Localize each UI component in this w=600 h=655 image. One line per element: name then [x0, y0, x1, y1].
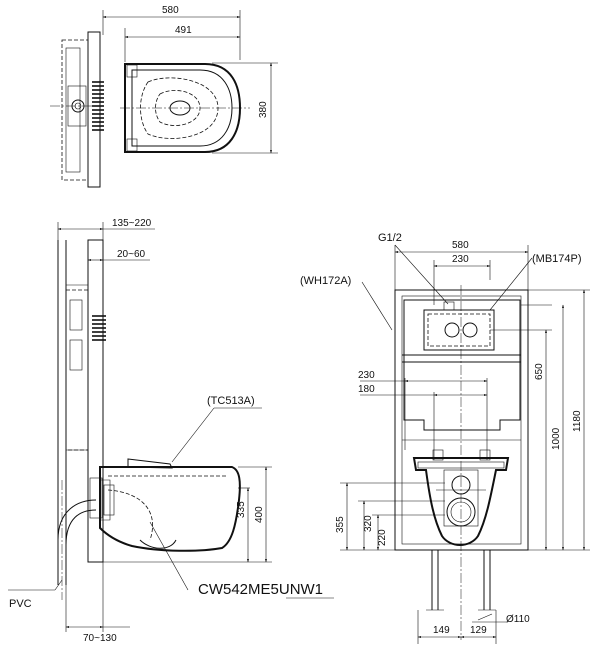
- flush-plate-label: (MB174P): [532, 253, 582, 265]
- dim-front-355: 355: [335, 516, 346, 533]
- side-view: 135~220 20~60: [8, 218, 334, 644]
- dim-side-rim-height: 400: [254, 506, 265, 523]
- dim-side-outlet-height: 335: [236, 501, 247, 518]
- frame-label: (WH172A): [300, 275, 351, 287]
- dim-side-frame-depth: 135~220: [112, 218, 152, 229]
- top-view: 580 491 380: [50, 5, 278, 188]
- dim-front-frame-width: 580: [452, 240, 469, 251]
- dim-front-outlet-right: 129: [470, 625, 487, 636]
- front-view: G1/2 (MB174P) (WH172A) 580 230: [300, 232, 590, 644]
- model-label: CW542ME5UNW1: [198, 581, 323, 598]
- pipe-label: PVC: [9, 598, 32, 610]
- dim-front-outlet-diameter: Ø110: [506, 614, 530, 625]
- inlet-label: G1/2: [378, 232, 402, 244]
- dim-front-inlet-offset: 230: [452, 254, 469, 265]
- dim-front-220: 220: [377, 529, 388, 546]
- seat-label: (TC513A): [207, 395, 255, 407]
- dim-side-wall-thickness: 20~60: [117, 249, 146, 260]
- dim-top-width-overall: 580: [162, 5, 179, 16]
- dim-side-offset: 70~130: [83, 633, 117, 644]
- dim-top-depth: 380: [258, 101, 269, 118]
- dim-front-bolt-inner: 180: [358, 384, 375, 395]
- dim-front-frame-height: 1000: [551, 427, 562, 450]
- dim-front-outlet-left: 149: [433, 625, 450, 636]
- dim-front-320: 320: [363, 515, 374, 532]
- dim-top-width-bowl: 491: [175, 25, 192, 36]
- dim-front-inlet-height: 650: [534, 363, 545, 380]
- dim-front-bolt-outer: 230: [358, 370, 375, 381]
- dim-front-total-height: 1180: [572, 410, 583, 432]
